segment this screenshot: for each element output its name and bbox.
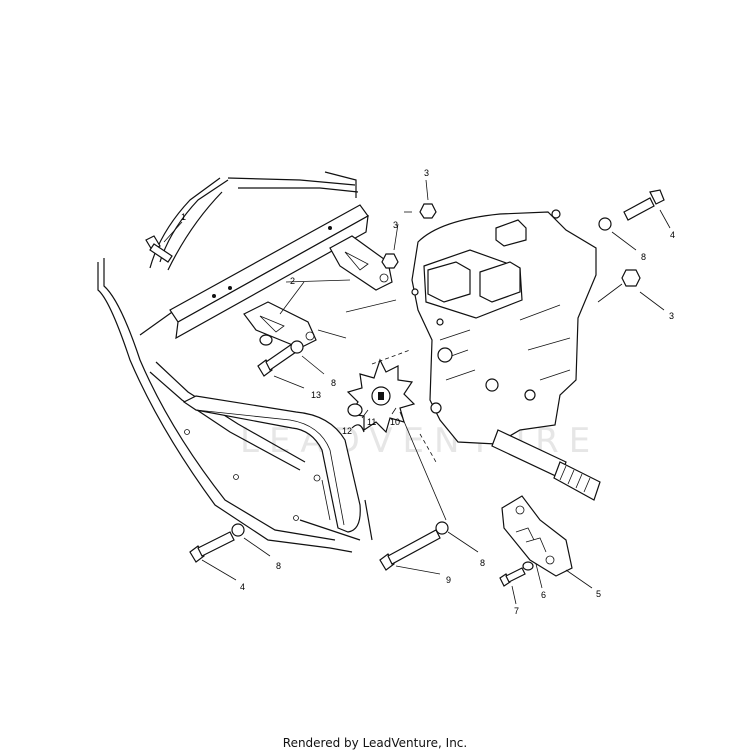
sprocket-washer (347, 403, 363, 417)
callout-1: 1 (181, 212, 186, 222)
bolt-9 (379, 521, 449, 571)
callout-9: 9 (446, 575, 451, 585)
leader-lines (163, 179, 671, 605)
callout-2: 2 (290, 276, 295, 286)
nut-3-mid (381, 253, 399, 269)
shaft-support-bracket (501, 495, 573, 577)
callout-3-right: 3 (669, 311, 674, 321)
bolt-7 (499, 561, 534, 587)
bolt-4-lower (189, 523, 245, 563)
snap-ring (351, 424, 365, 433)
cross-rail (169, 204, 369, 340)
callout-5: 5 (596, 589, 601, 599)
callout-12: 12 (342, 426, 352, 436)
callout-10: 10 (390, 417, 400, 427)
nut-3-right (621, 269, 641, 287)
callout-8-upper: 8 (641, 252, 646, 262)
callout-6: 6 (541, 590, 546, 600)
callout-4-lower: 4 (240, 582, 245, 592)
mount-bracket-upper (329, 235, 393, 291)
callout-8-mid: 8 (331, 378, 336, 388)
callout-3-top: 3 (424, 168, 429, 178)
callout-3-mid: 3 (393, 220, 398, 230)
callout-7: 7 (514, 606, 519, 616)
nut-3-top (419, 203, 437, 219)
footer-credit: Rendered by LeadVenture, Inc. (282, 736, 468, 750)
callout-13: 13 (311, 390, 321, 400)
callout-8-right: 8 (480, 558, 485, 568)
mount-bracket-lower (243, 301, 317, 349)
callout-labels: 1 2 3 3 3 4 4 5 6 7 8 8 8 8 9 10 11 12 1… (181, 168, 675, 616)
callout-8-lower: 8 (276, 561, 281, 571)
bolt-1 (145, 235, 173, 263)
callout-4-upper: 4 (670, 230, 675, 240)
output-shaft (491, 429, 601, 501)
guard-plate (182, 395, 361, 533)
washer-bracket (259, 334, 273, 346)
transmission-housing (411, 209, 597, 445)
bolt-4-upper (598, 189, 665, 231)
bolt-13 (257, 340, 304, 377)
callout-11: 11 (367, 417, 376, 427)
